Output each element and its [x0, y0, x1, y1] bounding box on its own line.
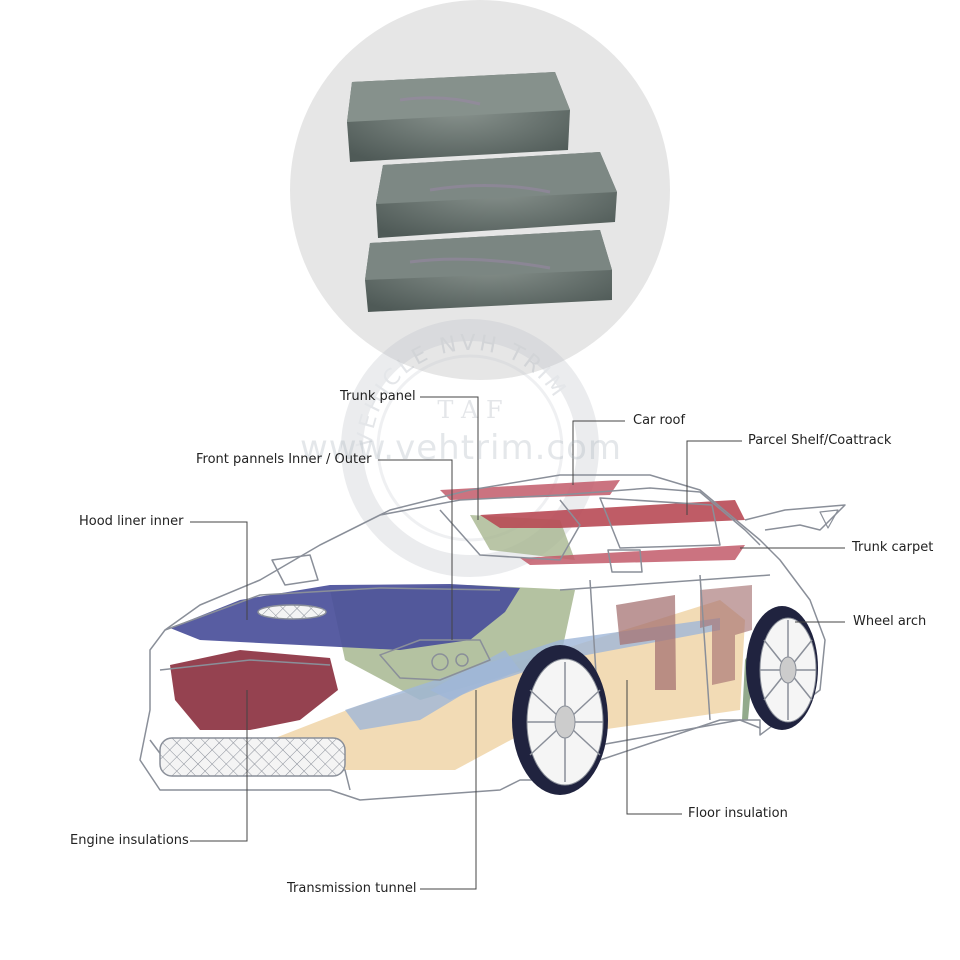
label-trunk-panel: Trunk panel	[340, 389, 416, 404]
felt-sample-stack	[347, 72, 617, 312]
insulation-zones	[170, 480, 805, 770]
label-trunk-carpet: Trunk carpet	[852, 540, 934, 555]
watermark-url: www.vehtrim.com	[300, 428, 622, 468]
label-parcel-shelf: Parcel Shelf/Coattrack	[748, 433, 892, 448]
car-outline	[139, 474, 846, 801]
label-car-roof: Car roof	[633, 413, 686, 428]
label-transmission-tunnel: Transmission tunnel	[287, 881, 417, 896]
label-front-panels: Front pannels Inner / Outer	[196, 452, 372, 467]
label-wheel-arch: Wheel arch	[853, 614, 927, 629]
leader-lines	[190, 396, 845, 890]
watermark-monogram: T A F	[437, 396, 502, 424]
label-engine-insulations: Engine insulations	[70, 833, 189, 848]
label-hood-liner: Hood liner inner	[79, 514, 184, 529]
rear-wheel	[746, 606, 818, 730]
front-wheel	[512, 645, 608, 795]
label-floor-insulation: Floor insulation	[688, 806, 788, 821]
